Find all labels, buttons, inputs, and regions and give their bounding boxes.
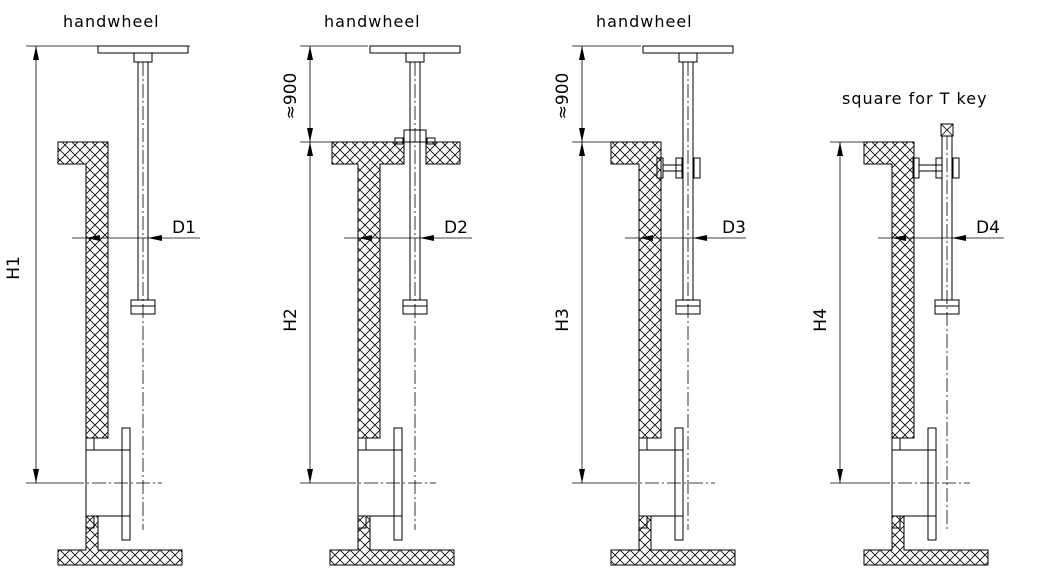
figure-3: handwheel ≈900 H3 (553, 12, 746, 566)
approx-label-2: ≈900 (281, 73, 301, 120)
floor-4 (863, 515, 989, 566)
wall-1 (57, 141, 109, 439)
figure-4: square for T key H4 D4 (811, 89, 1004, 566)
wall-3 (610, 141, 662, 439)
handwheel-label-1: handwheel (63, 12, 160, 31)
height-label-1: H1 (4, 256, 24, 280)
handwheel-label-2: handwheel (324, 12, 421, 31)
diameter-label-1: D1 (172, 218, 196, 238)
height-label-2: H2 (281, 308, 301, 332)
height-label-3: H3 (553, 308, 573, 332)
diameter-label-2: D2 (444, 218, 468, 238)
square-key-label: square for T key (842, 89, 988, 108)
floor-1 (57, 515, 183, 566)
wall-2 (331, 141, 405, 439)
approx-label-3: ≈900 (553, 73, 573, 120)
diameter-label-3: D3 (722, 218, 746, 238)
handwheel-label-3: handwheel (596, 12, 693, 31)
handwheel-1 (97, 45, 189, 54)
figure-1: handwheel H1 D1 (4, 12, 200, 566)
diameter-label-4: D4 (976, 218, 1000, 238)
floor-3 (610, 515, 736, 566)
wall-4 (863, 141, 915, 439)
slab-2 (425, 141, 461, 165)
figure-2: handwheel ≈900 H2 (281, 12, 472, 566)
height-label-4: H4 (811, 308, 831, 332)
handwheel-2 (369, 45, 461, 54)
handwheel-3 (642, 45, 734, 54)
floor-2 (329, 515, 455, 566)
